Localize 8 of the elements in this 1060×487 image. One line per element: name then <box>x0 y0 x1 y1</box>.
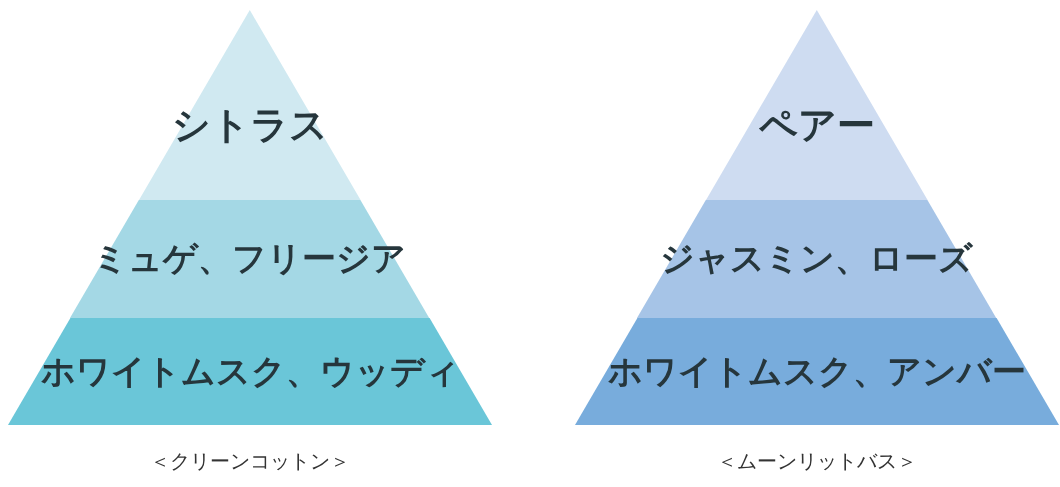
tier-label: ホワイトムスク、アンバー <box>608 349 1026 393</box>
tier-label: ミュゲ、フリージア <box>93 237 407 280</box>
pyramid-caption: ＜ムーンリットバス＞ <box>717 448 917 475</box>
pyramid-caption: ＜クリーンコットン＞ <box>150 448 350 475</box>
tier-label: ペアー <box>759 101 875 149</box>
tier-label: ホワイトムスク、ウッディ <box>40 349 460 393</box>
tier-label: ジャスミン、ローズ <box>660 237 974 280</box>
tier-label: シトラス <box>172 101 328 149</box>
